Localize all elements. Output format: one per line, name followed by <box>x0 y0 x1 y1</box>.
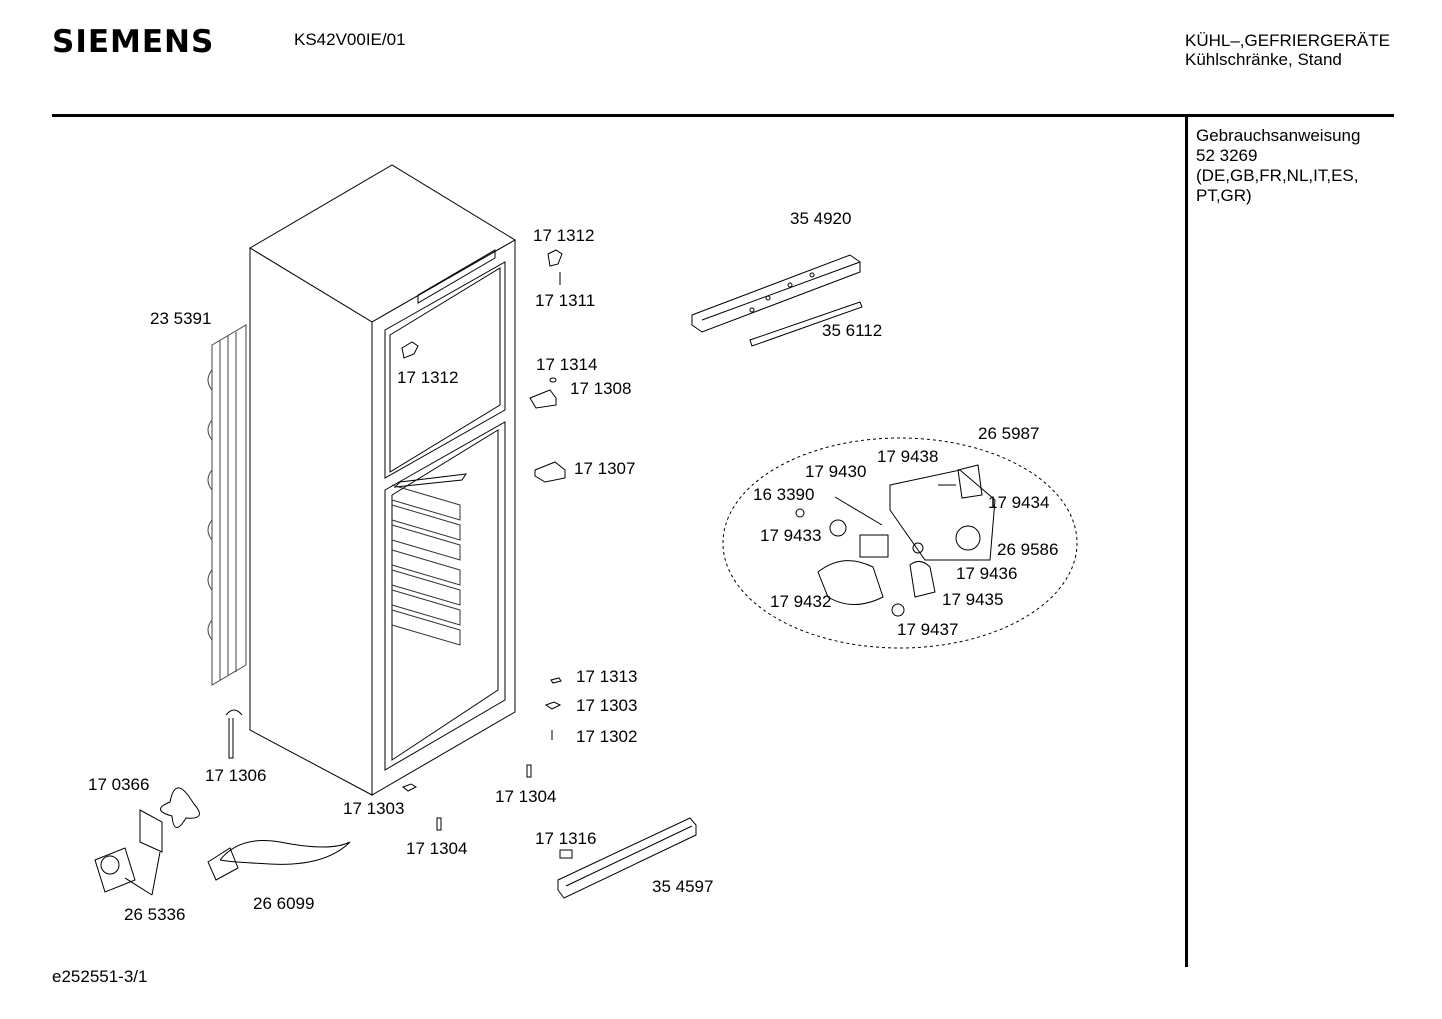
model-number: KS42V00IE/01 <box>294 30 406 49</box>
part-label: 26 5987 <box>978 424 1040 443</box>
part-label: 17 1302 <box>576 727 638 746</box>
condenser-drawing <box>207 324 247 686</box>
part-label: 17 1308 <box>570 379 632 398</box>
hardware-parts-drawing <box>225 249 573 859</box>
category-line-1: KÜHL–,GEFRIERGERÄTE <box>1185 31 1390 50</box>
part-label: 35 4597 <box>652 877 714 896</box>
part-label: 17 1312 <box>397 368 459 387</box>
part-label: 35 6112 <box>822 321 883 340</box>
part-label: 16 3390 <box>753 485 815 504</box>
part-label: 17 1314 <box>536 355 598 374</box>
control-panel-drawing <box>691 254 863 347</box>
cabinet-drawing <box>249 164 516 796</box>
part-label: 17 1312 <box>533 226 595 245</box>
sidebar-line-4: PT,GR) <box>1196 186 1252 205</box>
exploded-view-drawing <box>94 164 1078 899</box>
part-label: 17 9436 <box>956 564 1018 583</box>
part-label: 17 0366 <box>88 775 150 794</box>
part-label: 26 9586 <box>997 540 1059 559</box>
part-label: 26 6099 <box>253 894 315 913</box>
category-line-2: Kühlschränke, Stand <box>1185 50 1342 69</box>
brand-logo: SIEMENS <box>52 24 215 60</box>
part-label: 17 9438 <box>877 447 939 466</box>
part-label: 17 9434 <box>988 493 1050 512</box>
sidebar-line-3: (DE,GB,FR,NL,IT,ES, <box>1196 166 1359 185</box>
part-label: 17 9435 <box>942 590 1004 609</box>
part-label: 17 1303 <box>343 799 405 818</box>
part-label: 17 1306 <box>205 766 267 785</box>
sidebar-info: Gebrauchsanweisung 52 3269 (DE,GB,FR,NL,… <box>1196 126 1360 206</box>
part-label: 17 1316 <box>535 829 597 848</box>
drawing-id: e252551-3/1 <box>52 967 148 986</box>
part-label: 17 9433 <box>760 526 822 545</box>
part-label: 26 5336 <box>124 905 186 924</box>
header-divider <box>52 114 1394 117</box>
part-label: 23 5391 <box>150 309 212 328</box>
part-label: 17 9437 <box>897 620 959 639</box>
category: KÜHL–,GEFRIERGERÄTE Kühlschränke, Stand <box>1185 31 1390 69</box>
thermostat-group-drawing <box>722 437 1078 649</box>
part-label: 17 9430 <box>805 462 867 481</box>
part-label: 17 1304 <box>495 787 557 806</box>
part-label: 17 1313 <box>576 667 638 686</box>
part-label: 17 1304 <box>406 839 468 858</box>
sidebar-line-2: 52 3269 <box>1196 146 1258 165</box>
part-label: 35 4920 <box>790 209 852 228</box>
sidebar-line-1: Gebrauchsanweisung <box>1196 126 1361 145</box>
foot-cover-drawing <box>557 817 697 899</box>
part-label: 17 1307 <box>574 459 636 478</box>
part-label: 17 1303 <box>576 696 638 715</box>
part-label: 17 1311 <box>535 291 596 310</box>
sidebar-divider <box>1185 117 1188 967</box>
part-label: 17 9432 <box>770 592 832 611</box>
fan-motor-cable-drawing <box>94 787 351 896</box>
